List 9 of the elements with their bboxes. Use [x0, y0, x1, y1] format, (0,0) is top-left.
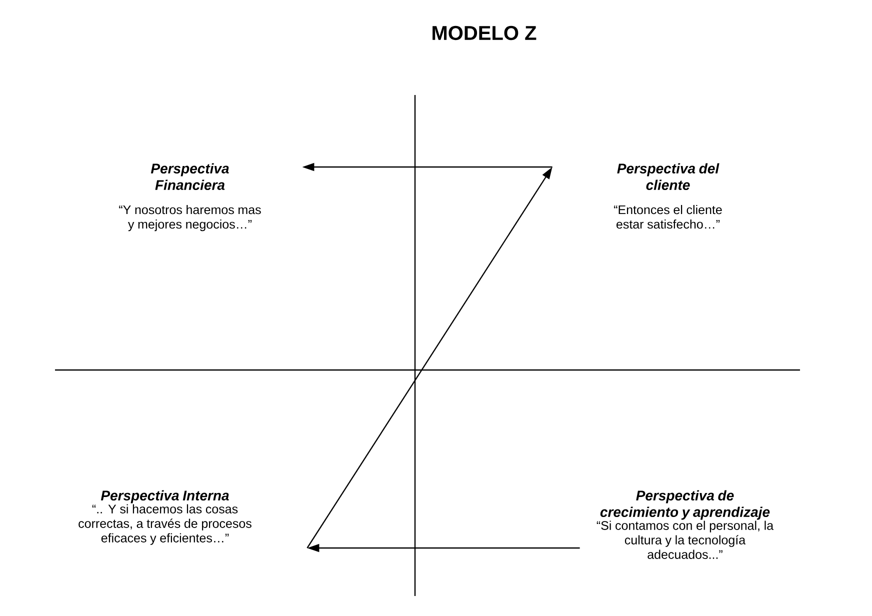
quadrant-heading: Perspectiva de crecimiento y aprendizaje	[600, 490, 770, 520]
quote-text: “Entonces el cliente estar satisfecho…”	[614, 204, 722, 229]
quadrant-heading: Perspectiva Interna	[100, 490, 229, 504]
quote-text: “Si contamos con el personal, la cultura y la tecnología adecuados...”	[596, 520, 774, 559]
title: MODELO Z	[432, 26, 536, 40]
quote-text: “.. Y si hacemos las cosas correctas, a través de procesos eficaces y eficientes…”	[78, 504, 252, 545]
quadrant-heading: Perspectiva Financiera	[150, 163, 229, 190]
quote-text: “Y nosotros haremos mas y mejores negocios…”	[119, 204, 261, 232]
quadrant-heading: Perspectiva del cliente	[617, 163, 720, 190]
